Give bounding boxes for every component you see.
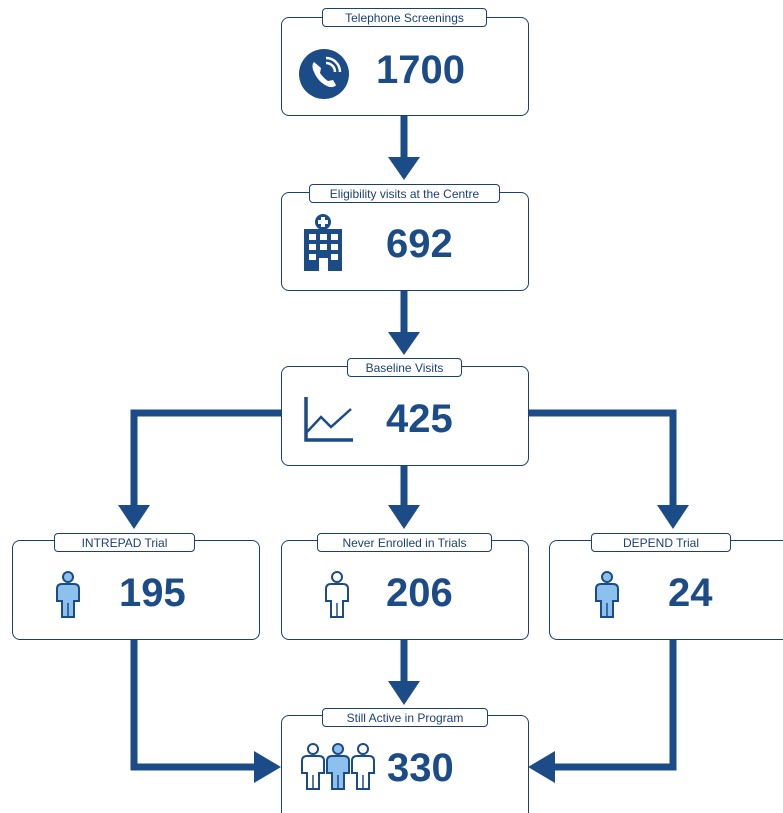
hospital-icon	[304, 214, 342, 271]
intrepad-label: INTREPAD Trial	[54, 533, 195, 552]
intrepad-value: 195	[119, 571, 186, 615]
baseline-value: 425	[386, 397, 453, 441]
arrowhead-baseline	[388, 332, 420, 355]
node-telephone: 1700	[281, 17, 529, 116]
people-group-icon	[301, 743, 375, 790]
person-filled-icon	[56, 571, 80, 618]
depend-value: 24	[668, 571, 713, 615]
node-never: 206	[281, 540, 529, 640]
arrowhead-active-right	[528, 751, 555, 783]
node-baseline: 425	[281, 366, 529, 466]
eligibility-value: 692	[386, 222, 453, 266]
arrowhead-never	[388, 505, 420, 529]
arrow-depend-to-active	[552, 640, 677, 771]
active-label: Still Active in Program	[322, 708, 488, 727]
arrowhead-intrepad	[118, 505, 150, 529]
arrowhead-active-center	[388, 681, 420, 705]
depend-label: DEPEND Trial	[591, 533, 731, 552]
node-depend: 24	[549, 540, 783, 640]
person-outline-icon	[325, 571, 349, 618]
arrowhead-eligibility	[388, 157, 420, 180]
node-eligibility: 692	[281, 192, 529, 291]
never-value: 206	[386, 571, 453, 615]
never-label: Never Enrolled in Trials	[317, 533, 492, 552]
node-intrepad: 195	[12, 540, 260, 640]
person-filled-icon	[595, 571, 619, 618]
telephone-label: Telephone Screenings	[322, 8, 487, 27]
arrow-baseline-to-depend	[528, 409, 677, 508]
arrow-baseline-to-intrepad	[130, 409, 281, 508]
node-active: 330	[281, 715, 529, 813]
telephone-value: 1700	[376, 48, 465, 92]
baseline-label: Baseline Visits	[347, 358, 462, 377]
arrowhead-active-left	[254, 751, 281, 783]
active-value: 330	[387, 746, 454, 790]
phone-icon	[299, 49, 349, 99]
arrow-intrepad-to-active	[130, 640, 257, 771]
eligibility-label: Eligibility visits at the Centre	[309, 184, 500, 203]
arrowhead-depend	[657, 505, 689, 529]
line-chart-icon	[304, 397, 353, 442]
